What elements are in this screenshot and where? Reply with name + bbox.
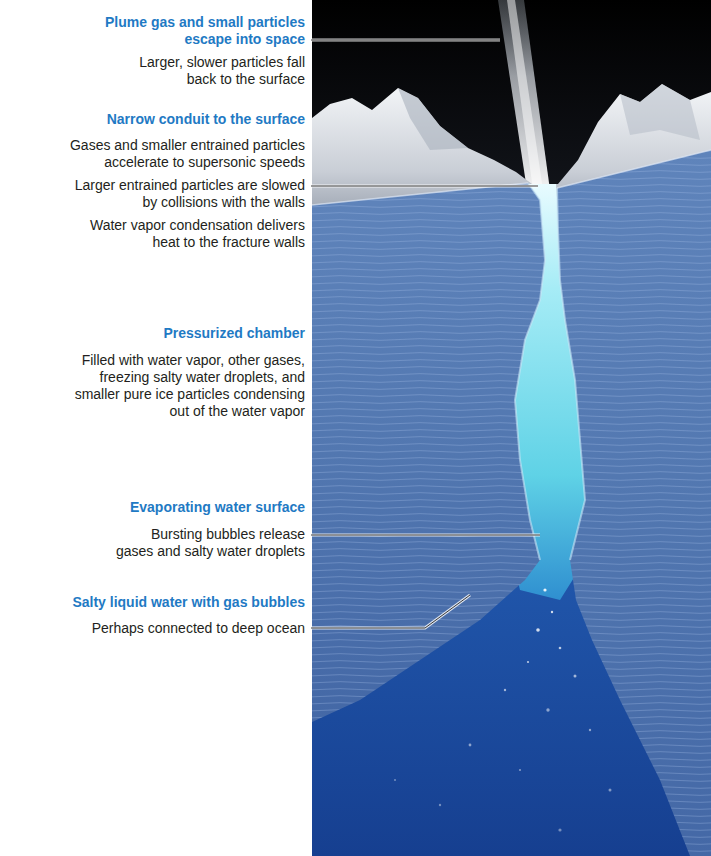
description-text: Larger, slower particles fall back to th… [115,54,305,88]
section-heading: Evaporating water surface [5,499,305,516]
label-slot: Narrow conduit to the surface [5,111,305,128]
section-heading: Salty liquid water with gas bubbles [5,594,305,611]
leader-lines [311,40,540,628]
description-text: Water vapor condensation delivers heat t… [80,217,305,251]
label-slot: Larger, slower particles fall back to th… [115,54,305,88]
description-text: Bursting bubbles release gases and salty… [110,526,305,560]
label-slot: Filled with water vapor, other gases, fr… [70,352,305,420]
label-slot: Evaporating water surface [5,499,305,516]
description-text: Larger entrained particles are slowed by… [73,177,305,211]
label-slot: Plume gas and small particles escape int… [75,14,305,48]
label-slot: Water vapor condensation delivers heat t… [80,217,305,251]
label-slot: Gases and smaller entrained particles ac… [65,137,305,171]
label-slot: Bursting bubbles release gases and salty… [110,526,305,560]
label-slot: Perhaps connected to deep ocean [45,620,305,637]
label-slot: Larger entrained particles are slowed by… [73,177,305,211]
label-slot: Pressurized chamber [5,325,305,342]
description-text: Filled with water vapor, other gases, fr… [70,352,305,420]
description-text: Gases and smaller entrained particles ac… [65,137,305,171]
description-text: Perhaps connected to deep ocean [45,620,305,637]
label-slot: Salty liquid water with gas bubbles [5,594,305,611]
section-heading: Plume gas and small particles escape int… [75,14,305,48]
section-heading: Narrow conduit to the surface [5,111,305,128]
section-heading: Pressurized chamber [5,325,305,342]
